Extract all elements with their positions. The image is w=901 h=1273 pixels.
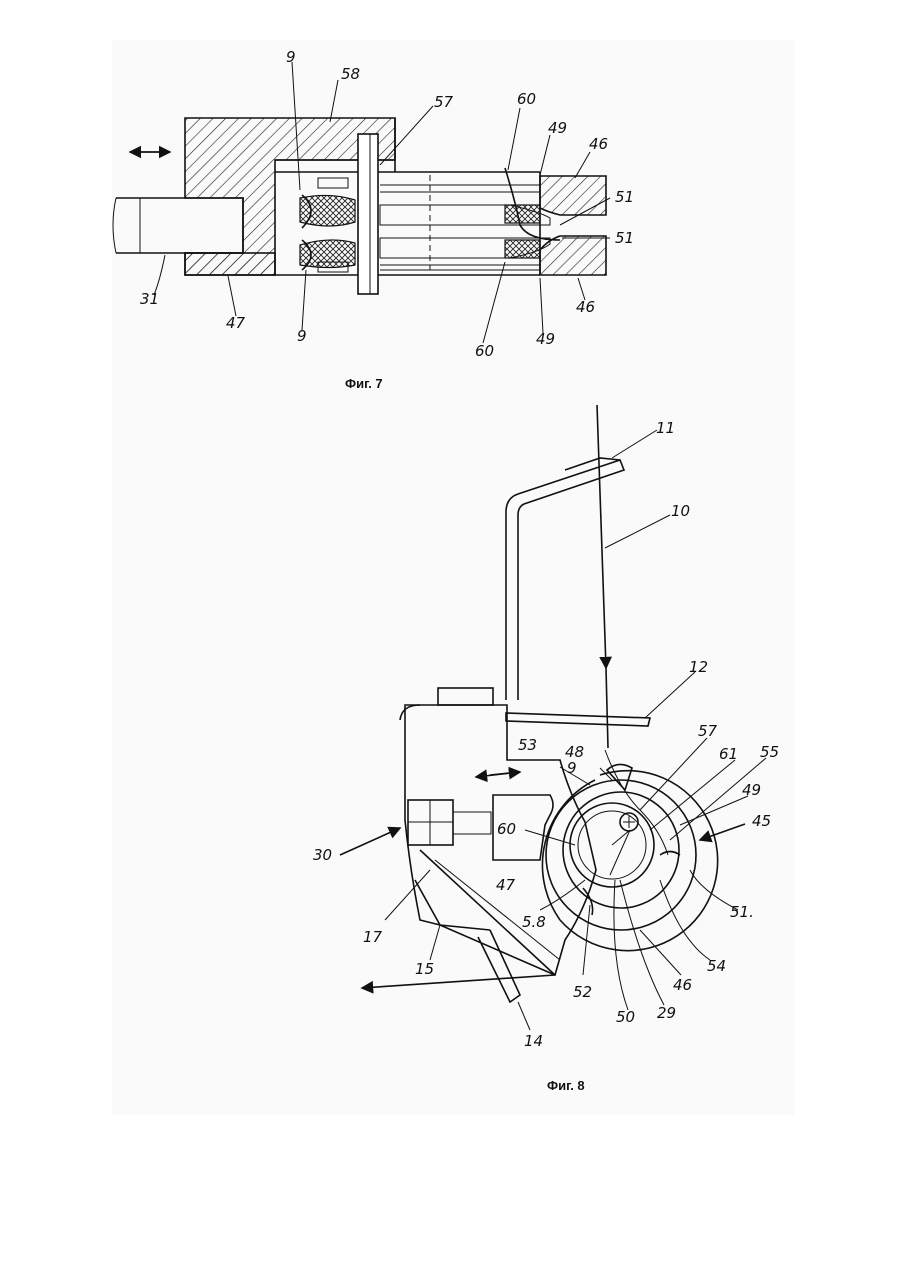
label-9-bottom: 9 [297,327,307,345]
pin-57 [358,134,378,294]
label-14: 14 [524,1032,543,1050]
label-54: 54 [707,957,726,975]
label-51-upper: 51 [615,188,634,206]
label-9-top: 9 [286,48,296,66]
label-55: 55 [760,743,779,761]
label-52: 52 [573,983,592,1001]
label-49: 49 [742,781,761,799]
label-60-bottom: 60 [475,342,494,360]
label-17: 17 [363,928,383,946]
label-51: 51. [730,903,754,921]
label-53: 53 [518,736,537,754]
label-29: 29 [657,1004,676,1022]
label-50: 50 [616,1008,635,1026]
label-49-bottom: 49 [536,330,555,348]
scan-area [112,40,794,1115]
figure-8-caption: Фиг. 8 [547,1078,585,1093]
label-60-top: 60 [517,90,536,108]
label-57: 57 [434,93,454,111]
block-46-lower [540,236,606,275]
label-46: 46 [673,976,692,994]
label-58: 58 [341,65,360,83]
label-31: 31 [140,290,159,308]
label-10: 10 [671,502,690,520]
block-46-upper [540,176,606,215]
label-9: 9 [567,759,577,777]
label-49-top: 49 [548,119,567,137]
label-61: 61 [719,745,738,763]
label-46-bottom: 46 [576,298,595,316]
label-45: 45 [752,812,771,830]
label-60: 60 [497,820,516,838]
label-46-top: 46 [589,135,608,153]
label-30: 30 [313,846,332,864]
label-58: 5.8 [522,913,546,931]
label-57: 57 [698,722,718,740]
label-47: 47 [226,314,246,332]
label-15: 15 [415,960,434,978]
label-11: 11 [656,419,675,437]
label-12: 12 [689,658,708,676]
label-47: 47 [496,876,516,894]
label-51-lower: 51 [615,229,634,247]
figure-7-caption: Фиг. 7 [345,376,383,391]
